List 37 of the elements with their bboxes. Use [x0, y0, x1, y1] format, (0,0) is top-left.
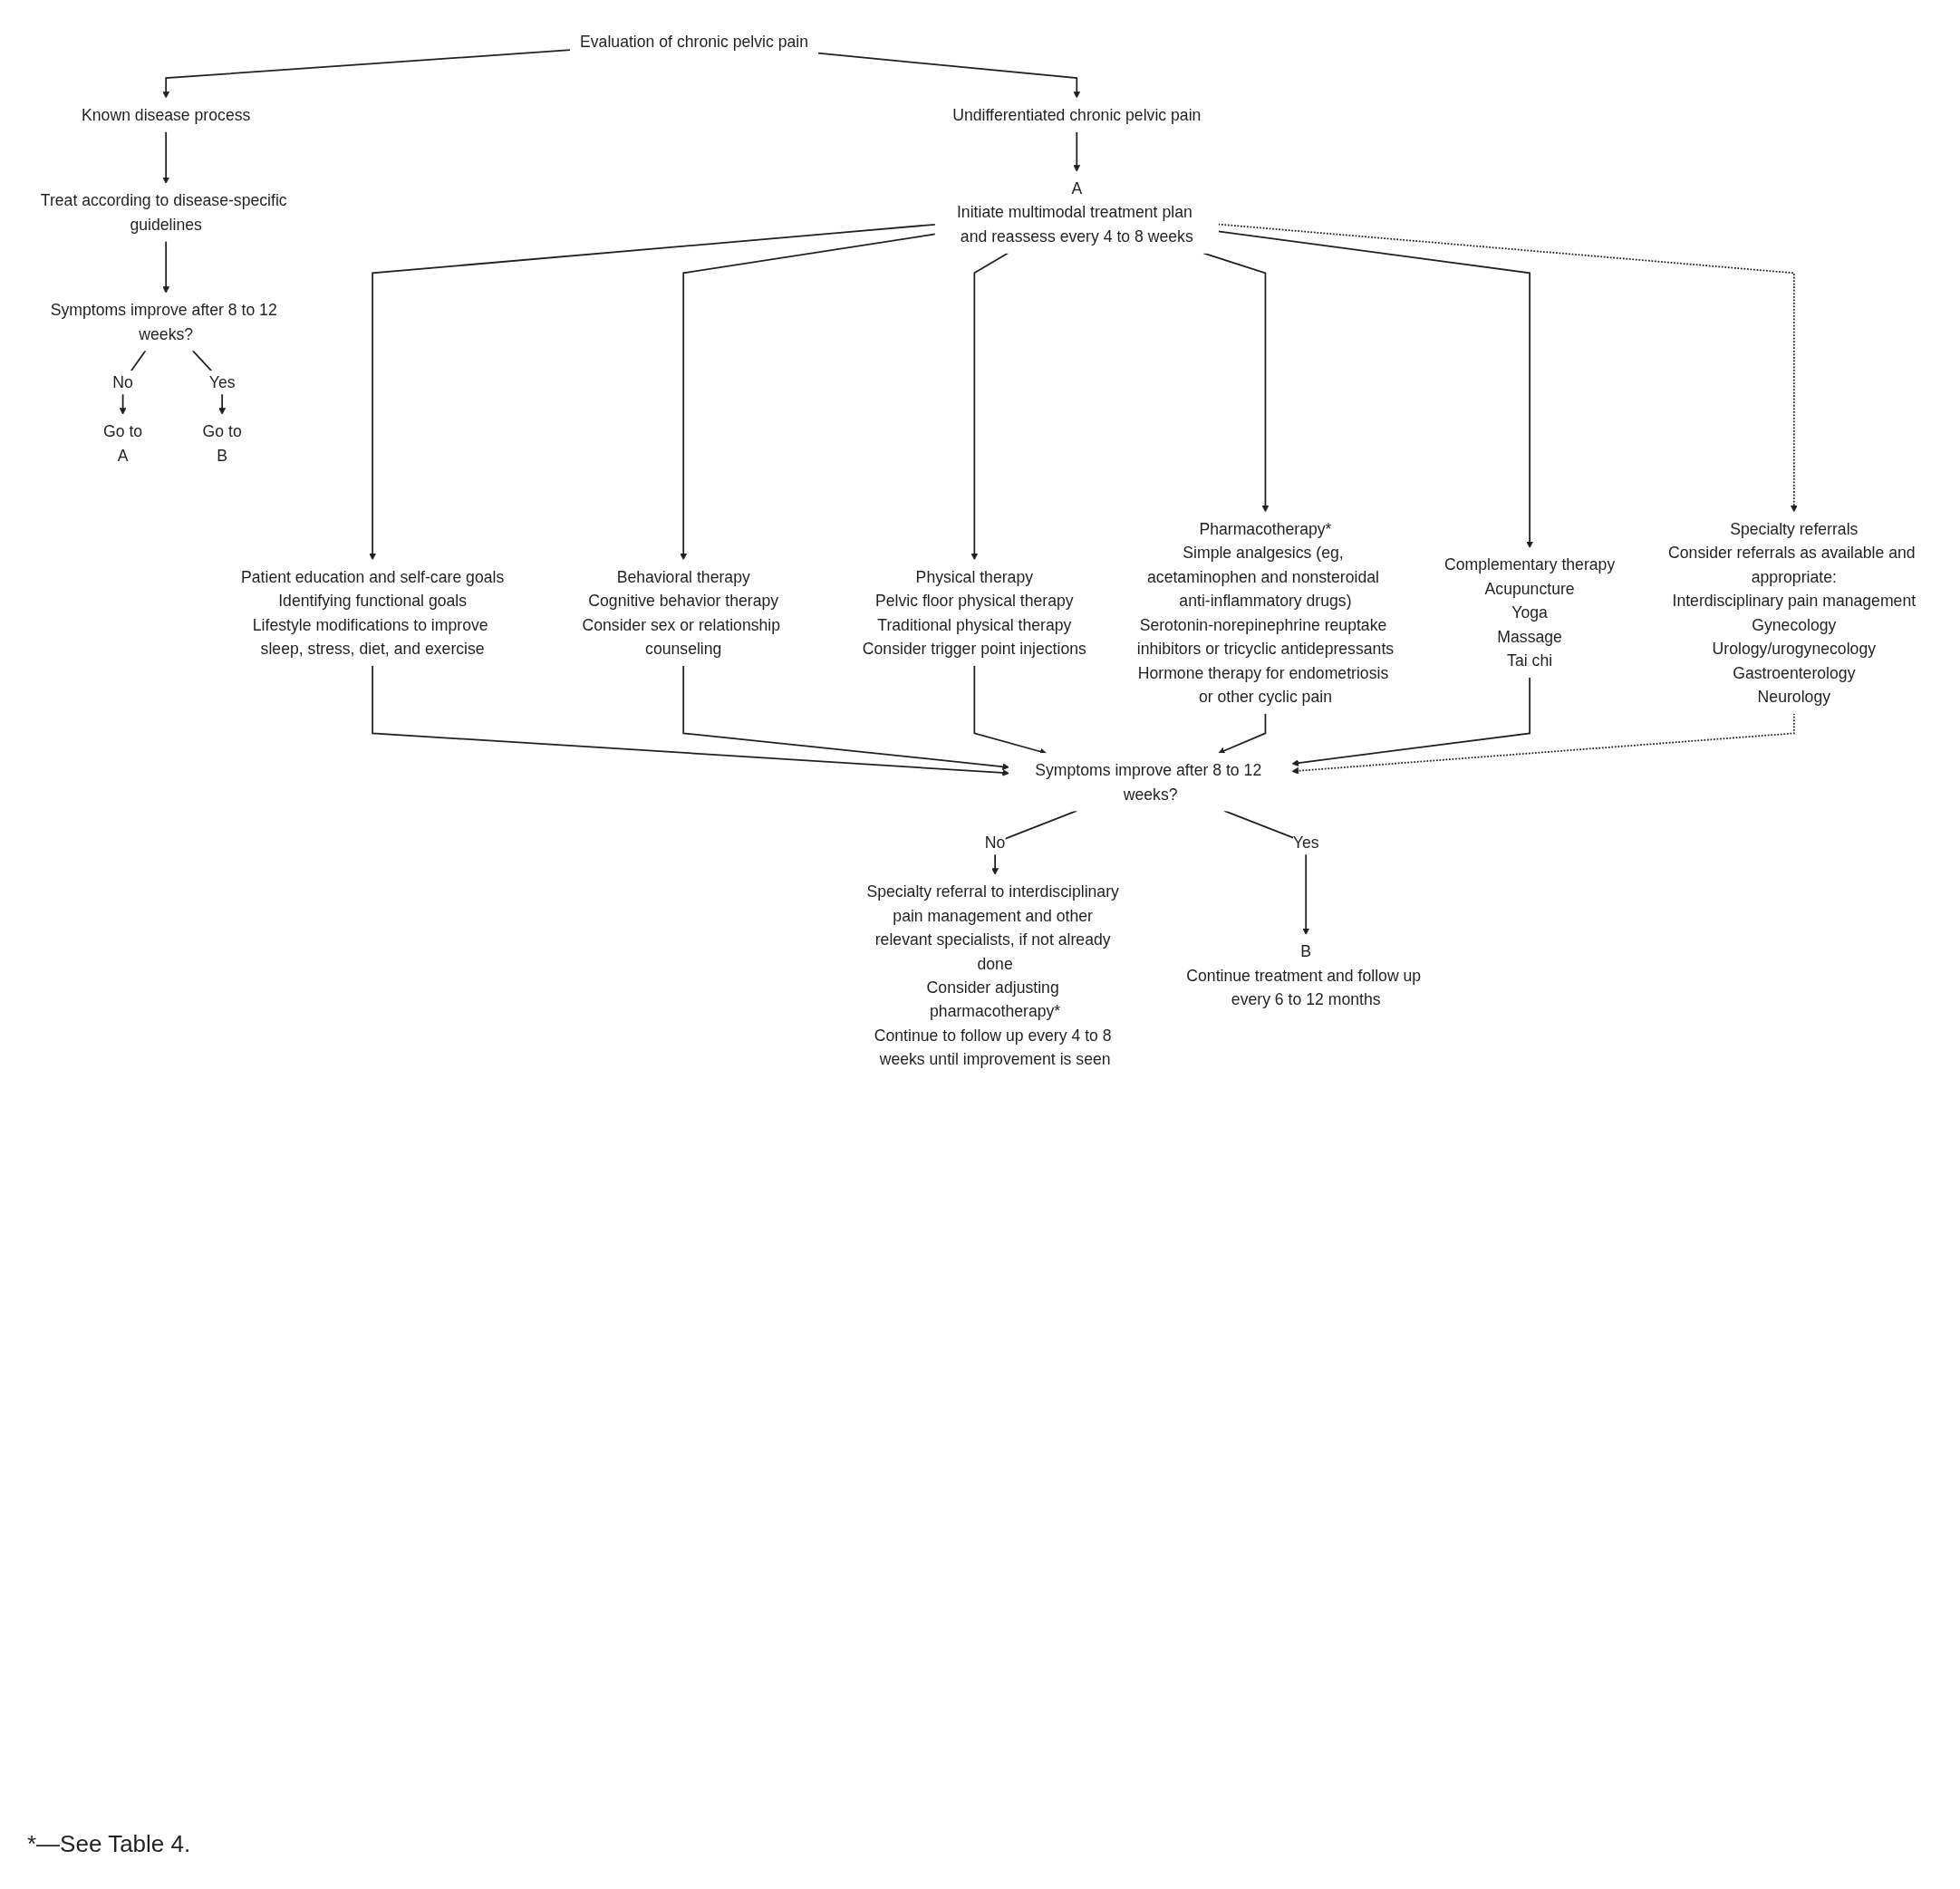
node-text: Known disease process [82, 106, 251, 124]
node-text: Symptoms improve after 8 to 12 weeks? [50, 301, 277, 343]
node-text: Specialty referrals Consider referrals as available and appropriate: Interdisciplinary pain management Gynecology Urology/urogynecology Gastroenterology Neurology [1668, 519, 1917, 706]
edge-label: Yes [1292, 834, 1319, 852]
node-text: Pharmacotherapy* Simple analgesics (eg, acetaminophen and nonsteroidal anti-inflammatory drugs) Serotonin-norepinephrine reuptake inhibitors or tricyclic antidepressants Hormone therapy for endometriosis or other cyclic pain [1136, 519, 1395, 706]
arrow [816, 52, 1081, 99]
node-text: Treat according to disease-specific guidelines [40, 191, 287, 234]
edge-label: No [112, 373, 133, 391]
arrow [162, 49, 572, 99]
node-text: Patient education and self-care goals Identifying functional goals Lifestyle modifications to improve sleep, stress, diet, and exercise [241, 567, 505, 658]
node-text: A Initiate multimodal treatment plan and reassess every 4 to 8 weeks [956, 179, 1193, 246]
edge-label: Yes [208, 373, 236, 391]
arrow [1218, 712, 1267, 755]
node-text: B Continue treatment and follow up every 6 to 12 months [1186, 942, 1422, 1008]
arrow [162, 240, 170, 294]
node-text: Undifferentiated chronic pelvic pain [952, 106, 1202, 124]
node-text: Go to A [103, 422, 143, 465]
arrow [680, 233, 937, 561]
arrow [970, 252, 1009, 561]
arrow [162, 130, 170, 184]
arrow [1217, 230, 1533, 549]
edge-label: No [984, 834, 1006, 852]
node-text: Go to B [202, 422, 242, 465]
node-text: Symptoms improve after 8 to 12 weeks? [1035, 761, 1262, 804]
node-text: Behavioral therapy Cognitive behavior therapy Consider sex or relationship counseling [582, 567, 781, 658]
arrow [1073, 130, 1081, 172]
node-text: Complementary therapy Acupuncture Yoga Massage Tai chi [1444, 555, 1616, 670]
arrow [369, 223, 937, 561]
node-text: Evaluation of chronic pelvic pain [580, 32, 809, 51]
arrow [372, 664, 1009, 776]
node-text: Specialty referral to interdisciplinary pain management and other relevant specialists, if not already done Consider adjusting pharmacotherapy* Continue to follow up every 4 to 8 weeks until improvement is seen [866, 882, 1119, 1068]
node-text: Physical therapy Pelvic floor physical therapy Traditional physical therapy Consider trigger point injections [862, 567, 1086, 658]
arrow [1217, 223, 1798, 513]
footnote: *—See Table 4. [27, 1830, 192, 1858]
arrow [682, 664, 1009, 770]
arrow [1291, 676, 1530, 767]
arrow [1202, 252, 1270, 513]
